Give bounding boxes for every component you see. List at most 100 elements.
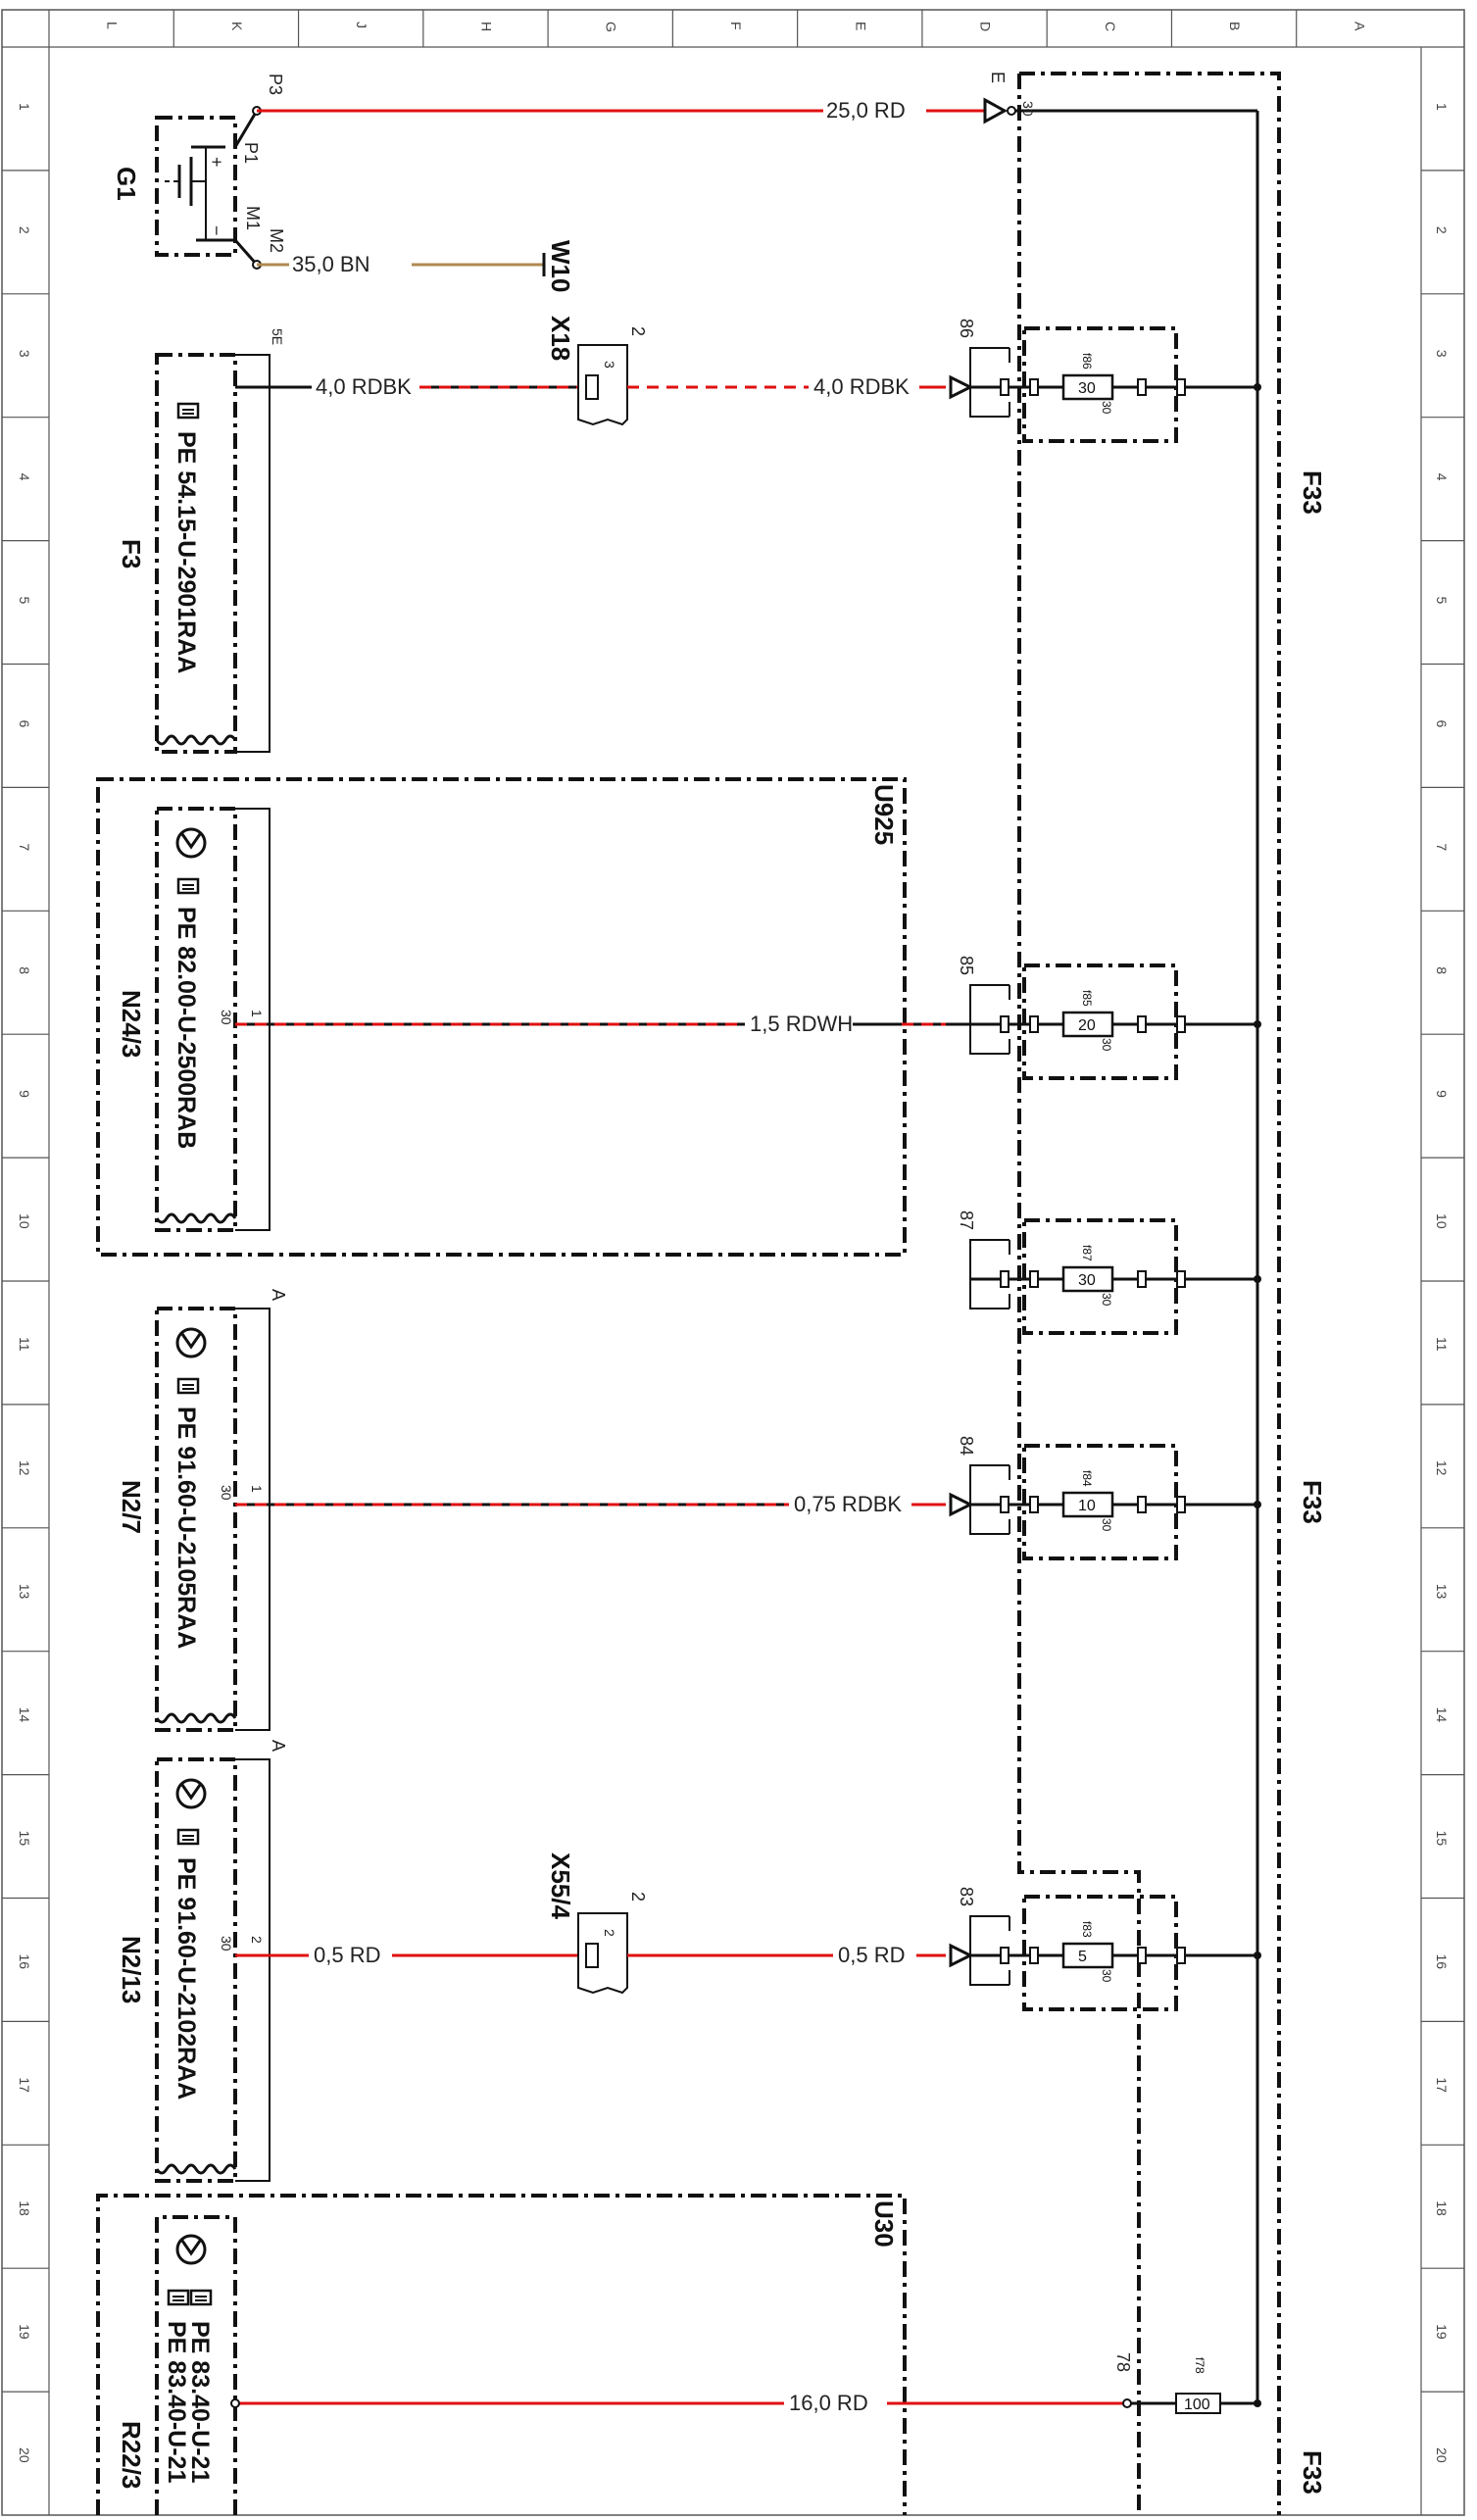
column-label: J (354, 22, 369, 28)
fuse-rating: 30 (1078, 380, 1096, 397)
consumer-n2-13: PE 91.60-U-2102RAA N2/13 A 30 2 (117, 1740, 288, 2183)
fuse-id: f86 (1080, 353, 1094, 370)
row-label: 19 (1434, 2324, 1450, 2340)
x18-pin: 3 (602, 361, 617, 369)
row-label: 15 (17, 1831, 32, 1847)
battery-plus: + (207, 157, 226, 168)
row-label: 12 (17, 1460, 32, 1476)
f3-pe: PE 54.15-U-2901RAA (172, 431, 200, 673)
fuse-id: f85 (1080, 990, 1094, 1007)
wire-label-ground: 35,0 BN (292, 252, 370, 276)
fuse-pin: 30 (1100, 1293, 1113, 1307)
column-label: A (1352, 22, 1367, 31)
fuse-rating: 30 (1078, 1272, 1096, 1289)
supply-arrow-icon (983, 97, 1009, 124)
ground-name: W10 (546, 240, 575, 292)
n24-pe: PE 82.00-U-2500RAB (172, 907, 200, 1149)
column-label: E (853, 22, 868, 30)
n2-7-pin-inner: 30 (219, 1485, 234, 1501)
connector-x18: 3 2 X18 (546, 316, 648, 426)
column-label: L (105, 22, 121, 29)
battery-g1: + − P3 P1 M1 M2 G1 (112, 74, 286, 270)
fuse-id: f87 (1080, 1245, 1094, 1261)
group-u925-name: U925 (869, 784, 899, 845)
n24-name: N24/3 (117, 990, 146, 1058)
row-label: 17 (17, 2077, 32, 2093)
fusebox-entry-pin: E (988, 72, 1008, 83)
fuse-slot-78: 78 (1113, 2352, 1133, 2372)
fuse-rating: 5 (1078, 1949, 1087, 1965)
pin-arrow-icon (949, 374, 974, 400)
fusebox-entry-num: 30 (1020, 101, 1036, 117)
row-label: 10 (1434, 1213, 1450, 1229)
row-label: 8 (1434, 966, 1450, 974)
fuse-rating: 20 (1078, 1017, 1096, 1034)
x55-name: X55/4 (546, 1853, 575, 1919)
fuse-slots: 8630f86308520f85308730f87308410f8430835f… (946, 319, 1261, 2011)
fusebox-outline (1017, 72, 1281, 2515)
fuse-id: f84 (1080, 1470, 1094, 1487)
row-label: 15 (1434, 1831, 1450, 1847)
n2-13-pin-outer: 2 (249, 1936, 265, 1944)
row-label: 13 (1434, 1584, 1450, 1600)
row-label: 7 (17, 843, 32, 851)
n2-13-label: A (269, 1740, 288, 1752)
row-label: 12 (1434, 1460, 1450, 1476)
fuse-pin: 30 (1100, 401, 1113, 415)
control-unit-icon (175, 827, 207, 859)
n2-7-label: A (269, 1289, 288, 1301)
fusebox-name-1: F33 (1298, 470, 1327, 515)
consumer-n2-7: PE 91.60-U-2105RAA N2/7 A 30 1 (117, 1289, 288, 1732)
n2-13-name: N2/13 (117, 1936, 146, 2003)
column-label: F (728, 22, 744, 30)
grid-frame (1, 9, 1465, 2516)
wire-label-n2-13-left: 0,5 RD (314, 1943, 380, 1967)
column-label: H (478, 22, 494, 31)
wire-label-n2-13-right: 0,5 RD (838, 1943, 905, 1967)
fuse-pin: 30 (1100, 1038, 1113, 1052)
fuse-f83: 83 5 f83 30 (949, 1887, 1261, 2011)
wire-label-f3-left: 4,0 RDBK (316, 374, 412, 399)
row-label: 14 (1434, 1707, 1450, 1723)
n2-13-pin-inner: 30 (219, 1936, 234, 1952)
row-label: 3 (1434, 350, 1450, 358)
group-u30-name: U30 (869, 2200, 899, 2248)
row-label: 4 (1434, 473, 1450, 481)
column-label: G (604, 22, 619, 32)
row-label: 16 (1434, 1953, 1450, 1969)
n2-7-pin-outer: 1 (249, 1485, 265, 1493)
wire-label-main: 25,0 RD (826, 98, 906, 123)
row-label: 2 (1434, 226, 1450, 234)
row-label: 8 (17, 966, 32, 974)
group-u30 (96, 2194, 907, 2515)
x55-count: 2 (628, 1892, 648, 1902)
column-label: D (978, 22, 994, 31)
row-label: 19 (17, 2324, 32, 2340)
row-label: 18 (1434, 2200, 1450, 2216)
row-label: 3 (17, 350, 32, 358)
fuse-id: f83 (1080, 1921, 1094, 1938)
wire-label-n2-7: 0,75 RDBK (794, 1492, 902, 1516)
r22-pe-2: PE 83.40-U-21 (186, 2321, 214, 2483)
fuse-slot-83: 83 (957, 1887, 976, 1906)
battery-pin-m2: M2 (267, 228, 286, 253)
fuse-pin: 30 (1100, 1969, 1113, 1983)
row-label: 5 (1434, 597, 1450, 605)
pin-arrow-icon (949, 1492, 974, 1517)
row-label: 5 (17, 597, 32, 605)
row-label: 17 (1434, 2077, 1450, 2093)
consumer-f3: PE 54.15-U-2901RAA F3 5E (117, 328, 285, 754)
f3-pin: 5E (270, 328, 285, 345)
column-label: B (1227, 22, 1243, 30)
n24-pin-outer: 1 (249, 1010, 265, 1017)
x18-name: X18 (546, 316, 575, 361)
column-label: C (1103, 22, 1118, 31)
n2-7-name: N2/7 (117, 1480, 146, 1534)
connector-x55-4: 2 2 X55/4 (546, 1853, 648, 1995)
wire-label-r22: 16,0 RD (789, 2391, 868, 2415)
n2-7-pe: PE 91.60-U-2105RAA (172, 1407, 200, 1649)
